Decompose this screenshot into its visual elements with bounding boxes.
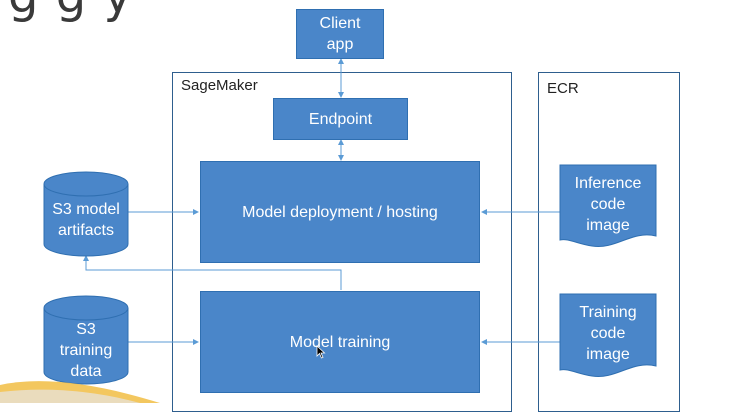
model-deployment-node: Model deployment / hosting	[200, 161, 480, 263]
slide-title-fragment: g g y	[8, 0, 133, 24]
s3-training-data-cylinder	[43, 295, 129, 385]
training-image-document	[559, 293, 657, 378]
connectors	[83, 58, 560, 345]
endpoint-node: Endpoint	[273, 98, 408, 140]
s3-training-data-label: S3 training data	[59, 320, 113, 380]
inference-image-label: Inference code image	[574, 174, 642, 234]
connector-training-artifacts	[83, 255, 342, 290]
sagemaker-label: SageMaker	[181, 77, 258, 94]
model-training-node: Model training	[200, 291, 480, 393]
s3-model-artifacts-label: S3 model artifacts	[52, 201, 120, 239]
s3-model-artifacts-cylinder	[43, 171, 129, 257]
client-app-node: Client app	[296, 9, 384, 59]
training-image-label: Training code image	[579, 303, 637, 363]
slide-decoration	[0, 381, 160, 403]
inference-image-document	[559, 164, 657, 248]
ecr-label: ECR	[547, 80, 579, 97]
mouse-cursor-icon	[316, 345, 326, 359]
storage-shapes	[43, 164, 657, 385]
